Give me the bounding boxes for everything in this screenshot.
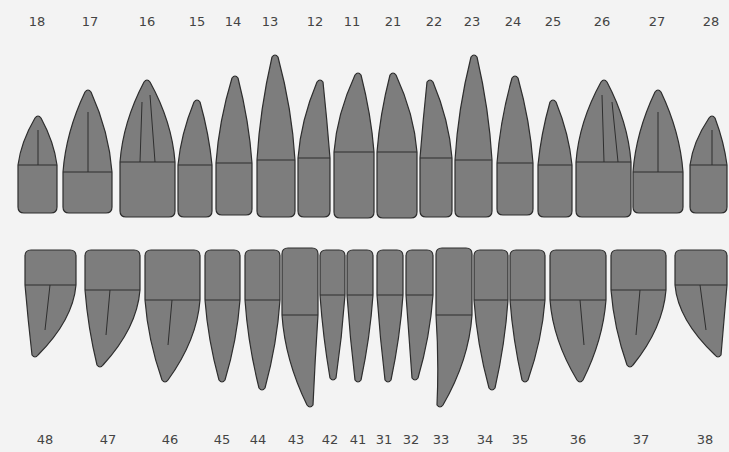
tooth-number: 45	[214, 432, 231, 448]
tooth-number: 15	[189, 14, 206, 30]
tooth-number: 22	[426, 14, 443, 30]
tooth-number: 43	[288, 432, 305, 448]
tooth-number: 36	[570, 432, 587, 448]
tooth-number: 48	[37, 432, 54, 448]
tooth-number: 42	[322, 432, 339, 448]
tooth-number: 16	[139, 14, 156, 30]
tooth-number: 13	[262, 14, 279, 30]
tooth-number: 32	[403, 432, 420, 448]
tooth-number: 12	[307, 14, 324, 30]
tooth-number: 35	[512, 432, 529, 448]
tooth-number: 11	[344, 14, 361, 30]
tooth-number: 17	[82, 14, 99, 30]
tooth-number: 27	[649, 14, 666, 30]
tooth-number: 37	[633, 432, 650, 448]
upper-teeth	[18, 55, 727, 218]
tooth-number: 44	[250, 432, 267, 448]
tooth-number: 31	[376, 432, 393, 448]
tooth-number: 46	[162, 432, 179, 448]
tooth-number: 38	[697, 432, 714, 448]
tooth-number: 24	[505, 14, 522, 30]
tooth-number: 21	[385, 14, 402, 30]
tooth-number: 34	[477, 432, 494, 448]
lower-teeth	[25, 248, 727, 407]
tooth-number: 47	[100, 432, 117, 448]
tooth-number: 14	[225, 14, 242, 30]
tooth-number: 28	[703, 14, 720, 30]
tooth-number: 18	[29, 14, 46, 30]
tooth-number: 23	[464, 14, 481, 30]
tooth-number: 41	[350, 432, 367, 448]
tooth-number: 25	[545, 14, 562, 30]
tooth-number: 26	[594, 14, 611, 30]
tooth-number: 33	[433, 432, 450, 448]
